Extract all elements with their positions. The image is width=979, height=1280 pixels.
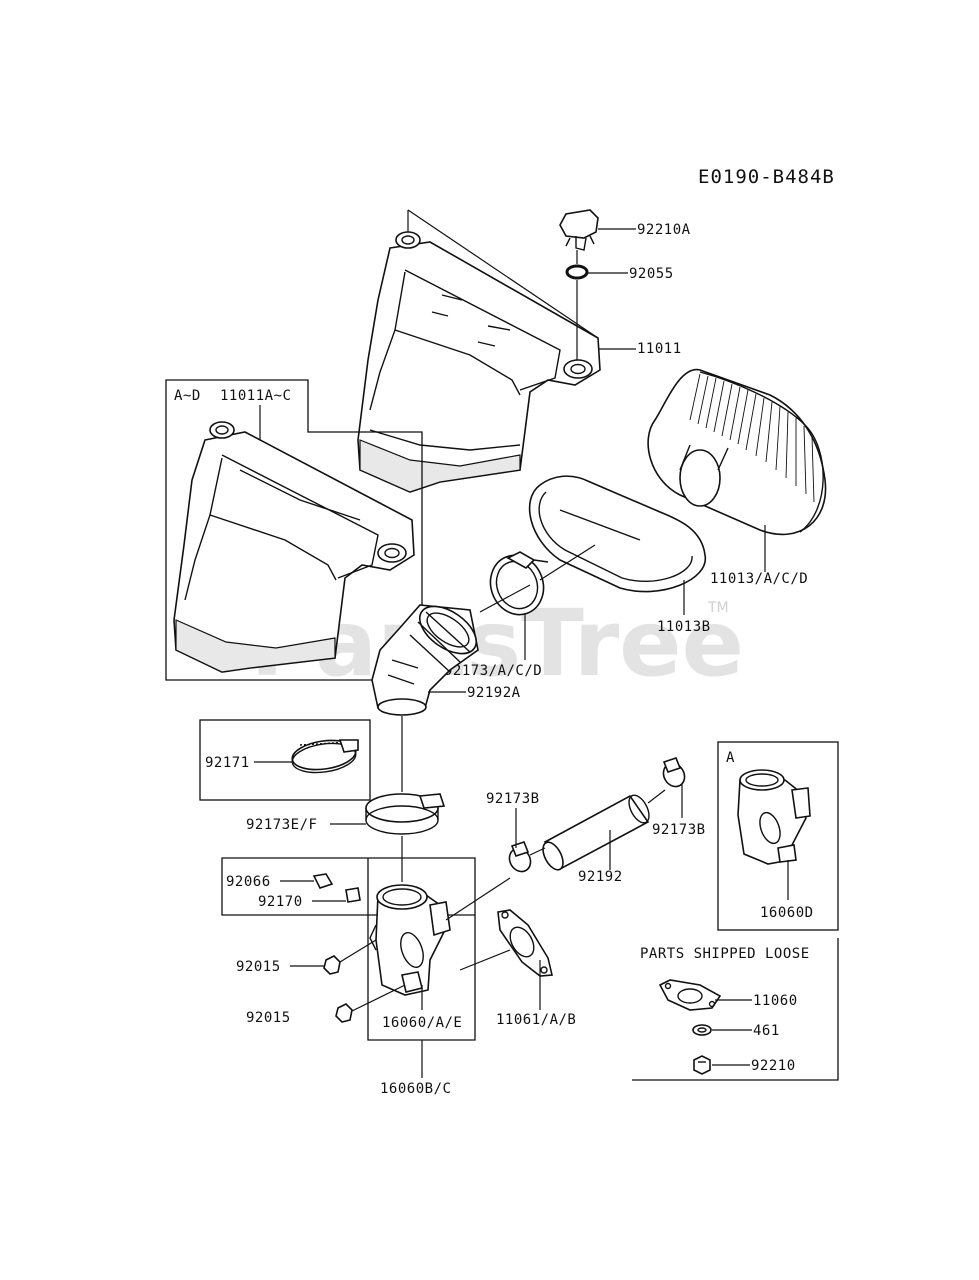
hose-clamp-92171[interactable] <box>290 737 359 777</box>
hose-clamp-92173B-right[interactable] <box>659 757 688 790</box>
label-92173-A-C-D[interactable]: 92173/A/C/D <box>444 663 542 679</box>
label-11013-A-C-D[interactable]: 11013/A/C/D <box>710 571 808 587</box>
label-92173E-F[interactable]: 92173E/F <box>246 817 317 833</box>
gasket-11061-A-B[interactable] <box>497 909 553 977</box>
label-box-A-D: A~D <box>174 388 201 404</box>
box-92171 <box>199 719 371 801</box>
intake-elbow-92192A[interactable] <box>371 597 485 716</box>
label-92066[interactable]: 92066 <box>226 874 271 890</box>
label-16060-A-E[interactable]: 16060/A/E <box>382 1015 462 1031</box>
label-461[interactable]: 461 <box>753 1023 780 1039</box>
label-92192[interactable]: 92192 <box>578 869 623 885</box>
label-92210A[interactable]: 92210A <box>637 222 691 238</box>
variant-box-A-D <box>165 379 423 681</box>
diagram-code: E0190-B484B <box>698 166 835 188</box>
hose-clamp-92173E-F[interactable] <box>365 793 446 835</box>
label-92192A[interactable]: 92192A <box>467 685 521 701</box>
washer-461[interactable] <box>692 1024 712 1036</box>
variant-box-A <box>717 741 839 931</box>
label-92171[interactable]: 92171 <box>205 755 250 771</box>
label-92210[interactable]: 92210 <box>751 1058 796 1074</box>
intake-pipe-16060D[interactable] <box>737 769 811 865</box>
label-92055[interactable]: 92055 <box>629 266 674 282</box>
nut-92210[interactable] <box>693 1055 711 1075</box>
watermark-trademark: TM <box>707 600 729 616</box>
air-filter-element-11013-A-C-D[interactable] <box>647 368 827 536</box>
label-92173B-left[interactable]: 92173B <box>486 791 540 807</box>
label-16060B-C[interactable]: 16060B/C <box>380 1081 451 1097</box>
label-11011A-C[interactable]: 11011A~C <box>220 388 291 404</box>
fitting-92066[interactable] <box>312 873 334 889</box>
air-cleaner-cover-11011[interactable] <box>357 231 601 493</box>
hose-clamp-92173B-left[interactable] <box>505 841 534 875</box>
wing-nut-92210A[interactable] <box>559 209 599 251</box>
box-parts-shipped-loose <box>632 938 839 1081</box>
label-92015-a[interactable]: 92015 <box>236 959 281 975</box>
label-parts-shipped-loose: PARTS SHIPPED LOOSE <box>640 946 810 962</box>
hose-92192[interactable] <box>539 792 653 873</box>
label-11061-A-B[interactable]: 11061/A/B <box>496 1012 576 1028</box>
label-11060[interactable]: 11060 <box>753 993 798 1009</box>
label-92173B-right[interactable]: 92173B <box>652 822 706 838</box>
label-11013B[interactable]: 11013B <box>657 619 711 635</box>
gasket-11060[interactable] <box>658 979 722 1011</box>
label-11011[interactable]: 11011 <box>637 341 682 357</box>
label-16060D[interactable]: 16060D <box>760 905 814 921</box>
pre-cleaner-11013B[interactable] <box>528 475 706 593</box>
nut-92015-b[interactable] <box>335 1003 353 1023</box>
washer-92055[interactable] <box>565 264 589 280</box>
label-92015-b[interactable]: 92015 <box>246 1010 291 1026</box>
nut-92015-a[interactable] <box>323 955 341 975</box>
label-92170[interactable]: 92170 <box>258 894 303 910</box>
intake-pipe-16060-A-E[interactable] <box>369 884 451 996</box>
screw-92170[interactable] <box>345 887 361 903</box>
air-cleaner-cover-11011A-C[interactable] <box>173 421 415 673</box>
label-box-A: A <box>726 750 735 766</box>
